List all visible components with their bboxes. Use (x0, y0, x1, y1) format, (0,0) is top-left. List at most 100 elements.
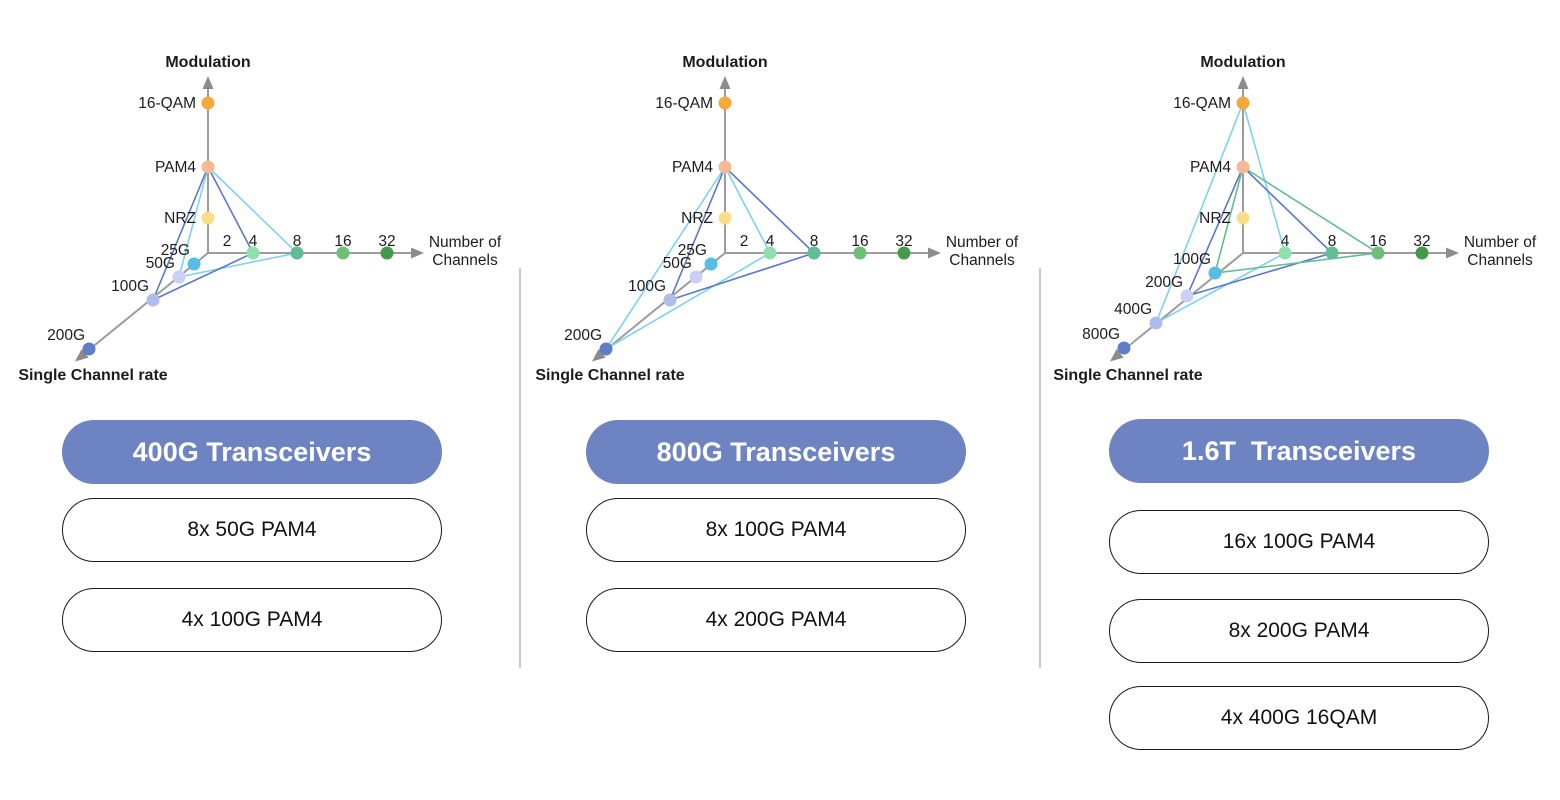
rate-axis-label: Single Channel rate (535, 367, 684, 384)
dot-50G (689, 270, 703, 284)
rate-axis-label: Single Channel rate (18, 367, 167, 384)
dot-16-QAM (201, 96, 215, 110)
option-pill-label: 4x 100G PAM4 (181, 608, 323, 631)
label-PAM4: PAM4 (1190, 159, 1231, 176)
link-8x-100G-PAM4 (668, 165, 816, 302)
dot-50G (172, 270, 186, 284)
option-pill-label: 4x 200G PAM4 (705, 608, 847, 631)
label-200G: 200G (1145, 274, 1183, 291)
dot-4ch (1278, 246, 1292, 260)
title-pill-800g: 800G Transceivers (586, 420, 966, 484)
label-50G: 50G (146, 255, 175, 272)
dot-800G (1117, 341, 1131, 355)
tick-label-4: 4 (1281, 233, 1290, 250)
panel-divider-1 (519, 268, 521, 668)
label-16-QAM: 16-QAM (138, 95, 196, 112)
label-50G: 50G (663, 255, 692, 272)
tick-label-8: 8 (293, 233, 302, 250)
dot-8ch (1325, 246, 1339, 260)
title-pill-label: 800G Transceivers (656, 436, 896, 467)
dot-8ch (290, 246, 304, 260)
rate-axis (1119, 252, 1244, 354)
dot-200G (82, 342, 96, 356)
modulation-axis-label: Modulation (165, 54, 250, 71)
label-PAM4: PAM4 (672, 159, 713, 176)
tick-label-32: 32 (378, 233, 395, 250)
dot-PAM4 (1236, 160, 1250, 174)
link-4x-400G-16-QAM (1154, 100, 1286, 325)
channels-axis-label-line1: Number of (429, 234, 502, 251)
option-pill-4x100g: 4x 100G PAM4 (62, 588, 442, 652)
label-25G: 25G (161, 242, 190, 259)
option-pill-label: 16x 100G PAM4 (1222, 530, 1376, 553)
option-pill-8x100g: 8x 100G PAM4 (586, 498, 966, 562)
dot-16ch (1371, 246, 1385, 260)
channels-axis-arrow-icon (928, 247, 941, 259)
tick-label-32: 32 (895, 233, 912, 250)
tick-label-16: 16 (851, 233, 868, 250)
dot-4ch (246, 246, 260, 260)
rate-axis (84, 252, 209, 354)
option-pill-4x400g: 4x 400G 16QAM (1109, 686, 1489, 750)
dot-16ch (853, 246, 867, 260)
option-pill-label: 8x 50G PAM4 (187, 518, 317, 541)
dot-NRZ (718, 211, 732, 225)
label-NRZ: NRZ (681, 210, 713, 227)
link-16x-100G-PAM4 (1213, 165, 1381, 274)
label-100G: 100G (111, 278, 149, 295)
channels-axis-label-line1: Number of (946, 234, 1019, 251)
rate-axis-label: Single Channel rate (1053, 367, 1202, 384)
dot-16-QAM (1236, 96, 1250, 110)
tick-label-8: 8 (1328, 233, 1337, 250)
channels-axis-label-line2: Channels (1467, 252, 1533, 269)
channels-axis-arrow-icon (1446, 247, 1459, 259)
option-pill-16x100g: 16x 100G PAM4 (1109, 510, 1489, 574)
rate-axis-arrow-icon (75, 349, 89, 362)
rate-axis-arrow-icon (592, 349, 606, 362)
label-100G: 100G (628, 278, 666, 295)
panel-divider-2 (1039, 268, 1041, 668)
modulation-axis-arrow-icon (202, 76, 214, 89)
label-200G: 200G (564, 327, 602, 344)
label-PAM4: PAM4 (155, 159, 196, 176)
dot-16ch (336, 246, 350, 260)
rate-axis (601, 252, 726, 354)
dot-NRZ (201, 211, 215, 225)
option-pill-label: 4x 400G 16QAM (1220, 706, 1378, 729)
tick-label-4: 4 (766, 233, 775, 250)
modulation-axis-label: Modulation (682, 54, 767, 71)
dot-25G (704, 257, 718, 271)
dot-200G (599, 342, 613, 356)
label-400G: 400G (1114, 301, 1152, 318)
modulation-axis-label: Modulation (1200, 54, 1285, 71)
title-pill-400g: 400G Transceivers (62, 420, 442, 484)
option-pill-label: 8x 100G PAM4 (705, 518, 847, 541)
tick-label-16: 16 (1369, 233, 1386, 250)
dot-100G (663, 293, 677, 307)
rate-axis-arrow-icon (1110, 349, 1124, 362)
label-25G: 25G (678, 242, 707, 259)
tick-label-8: 8 (810, 233, 819, 250)
label-16-QAM: 16-QAM (1173, 95, 1231, 112)
channels-axis-label-line1: Number of (1464, 234, 1537, 251)
title-pill-label: 1.6T Transceivers (1181, 435, 1417, 466)
dot-32ch (897, 246, 911, 260)
link-8x-200G-PAM4 (1185, 165, 1334, 298)
title-pill-label: 400G Transceivers (132, 436, 372, 467)
dot-4ch (763, 246, 777, 260)
dot-100G (1208, 266, 1222, 280)
dot-8ch (807, 246, 821, 260)
dot-32ch (380, 246, 394, 260)
dot-PAM4 (718, 160, 732, 174)
label-100G: 100G (1173, 251, 1211, 268)
label-NRZ: NRZ (1199, 210, 1231, 227)
tick-label-2: 2 (740, 233, 749, 250)
option-pill-4x200g: 4x 200G PAM4 (586, 588, 966, 652)
modulation-axis-arrow-icon (719, 76, 731, 89)
title-pill-1-6t: 1.6T Transceivers (1109, 419, 1489, 483)
